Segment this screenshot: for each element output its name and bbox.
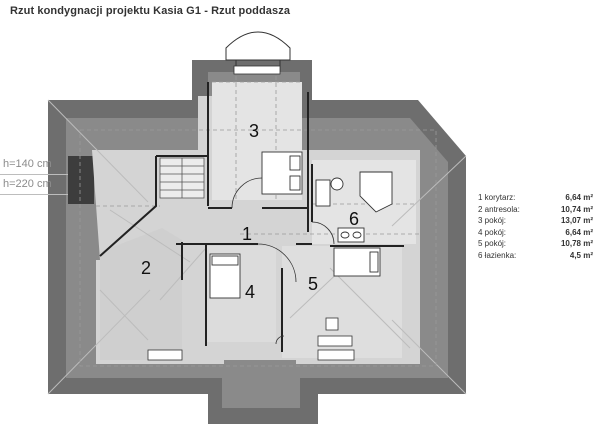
room-number-1: 1 xyxy=(242,224,252,244)
legend-row: 3 pokój: 13,07 m² xyxy=(478,215,593,227)
legend-row: 4 pokój: 6,64 m² xyxy=(478,227,593,239)
height-divider xyxy=(0,194,68,195)
room-number-3: 3 xyxy=(249,121,259,141)
legend-row: 1 korytarz: 6,64 m² xyxy=(478,192,593,204)
height-label-220: h=220 cm xyxy=(3,178,52,190)
room-number-5: 5 xyxy=(308,274,318,294)
height-label-140: h=140 cm xyxy=(3,158,52,170)
bottom-window xyxy=(147,349,355,361)
page-title: Rzut kondygnacji projektu Kasia G1 - Rzu… xyxy=(10,5,291,17)
staircase xyxy=(159,157,205,199)
legend-room-label: 3 pokój: xyxy=(478,216,507,225)
bay-window xyxy=(225,31,291,75)
room-number-6: 6 xyxy=(349,209,359,229)
height-divider xyxy=(0,174,68,175)
room-numbers: 1 2 3 4 5 6 xyxy=(141,121,359,302)
dashed-guides xyxy=(79,76,437,367)
room-number-2: 2 xyxy=(141,258,151,278)
legend-room-label: 2 antresola: xyxy=(478,204,520,214)
roof-hip-lines xyxy=(47,99,467,395)
legend-room-area: 6,64 m² xyxy=(565,227,593,237)
legend-room-label: 5 pokój: xyxy=(478,239,507,248)
room-number-4: 4 xyxy=(245,282,255,302)
legend-row: 2 antresola: 10,74 m² xyxy=(478,204,593,216)
legend-room-area: 4,5 m² xyxy=(569,250,593,260)
bed-room-5 xyxy=(333,247,381,277)
bed-room-4 xyxy=(209,253,241,299)
room-area-legend: 1 korytarz: 6,64 m² 2 antresola: 10,74 m… xyxy=(478,192,593,261)
legend-room-area: 10,74 m² xyxy=(560,204,593,214)
walls xyxy=(99,82,404,352)
door-swings xyxy=(231,177,335,345)
legend-room-label: 4 pokój: xyxy=(478,227,507,237)
legend-row: 5 pokój: 10,78 m² xyxy=(478,238,593,250)
bathroom-fixtures xyxy=(315,171,393,243)
legend-row: 6 łazienka: 4,5 m² xyxy=(478,250,593,262)
legend-room-area: 10,78 m² xyxy=(560,239,593,248)
legend-room-area: 13,07 m² xyxy=(560,216,593,225)
legend-room-label: 1 korytarz: xyxy=(478,193,516,202)
room5-fixtures xyxy=(317,317,353,347)
legend-room-area: 6,64 m² xyxy=(565,193,593,202)
legend-room-label: 6 łazienka: xyxy=(478,250,517,260)
bed-room-3 xyxy=(261,151,303,195)
